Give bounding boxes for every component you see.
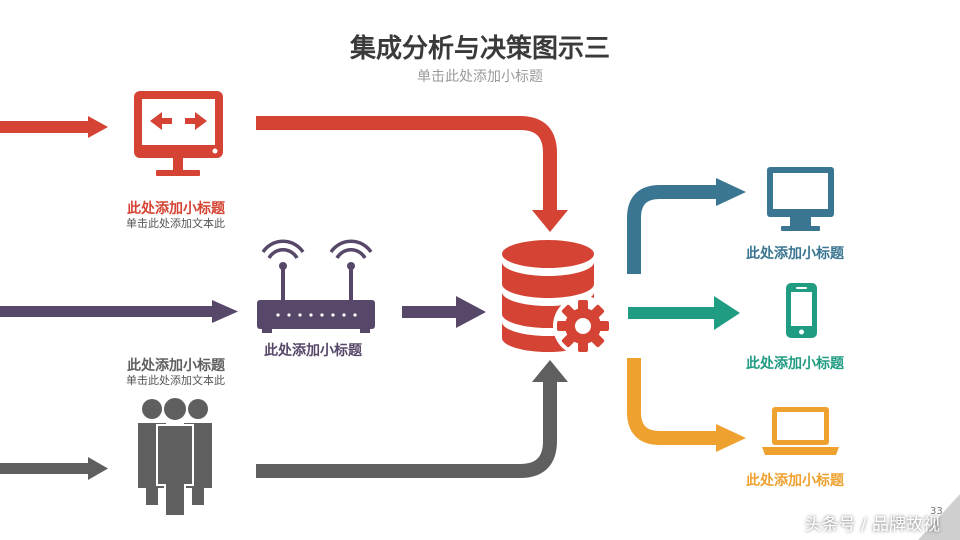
watermark-text: 头条号 / 品牌故视 bbox=[804, 515, 940, 535]
gray-input-arrow bbox=[0, 457, 108, 480]
router-icon bbox=[257, 239, 375, 333]
smartphone-icon bbox=[786, 283, 817, 338]
people-node-text: 单击此处添加文本此 bbox=[126, 374, 225, 387]
blue-output-arrow bbox=[627, 178, 746, 274]
page-title: 集成分析与决策图示三 bbox=[349, 34, 610, 64]
monitor-code-icon bbox=[134, 91, 223, 176]
gray-flow-connector bbox=[256, 360, 568, 478]
desktop-icon bbox=[767, 167, 834, 231]
purple-input-arrow bbox=[0, 300, 238, 323]
red-flow-connector bbox=[256, 116, 568, 232]
router-node-title: 此处添加小标题 bbox=[264, 343, 362, 359]
desktop-node-title: 此处添加小标题 bbox=[746, 246, 844, 262]
phone-node-title: 此处添加小标题 bbox=[746, 356, 844, 372]
laptop-icon bbox=[762, 407, 839, 455]
orange-output-arrow bbox=[627, 358, 746, 452]
page-corner-decoration bbox=[918, 494, 960, 540]
page-number: 33 bbox=[930, 506, 943, 517]
purple-flow-connector bbox=[402, 296, 486, 328]
green-output-arrow bbox=[628, 296, 740, 330]
monitor-node-text: 单击此处添加文本此 bbox=[126, 217, 225, 230]
red-input-arrow bbox=[0, 116, 108, 138]
people-group-icon bbox=[138, 396, 212, 517]
page-subtitle: 单击此处添加小标题 bbox=[417, 69, 543, 85]
monitor-node-title: 此处添加小标题 bbox=[127, 201, 225, 217]
laptop-node-title: 此处添加小标题 bbox=[746, 473, 844, 489]
database-gear-icon bbox=[502, 240, 613, 356]
people-node-title: 此处添加小标题 bbox=[127, 358, 225, 374]
